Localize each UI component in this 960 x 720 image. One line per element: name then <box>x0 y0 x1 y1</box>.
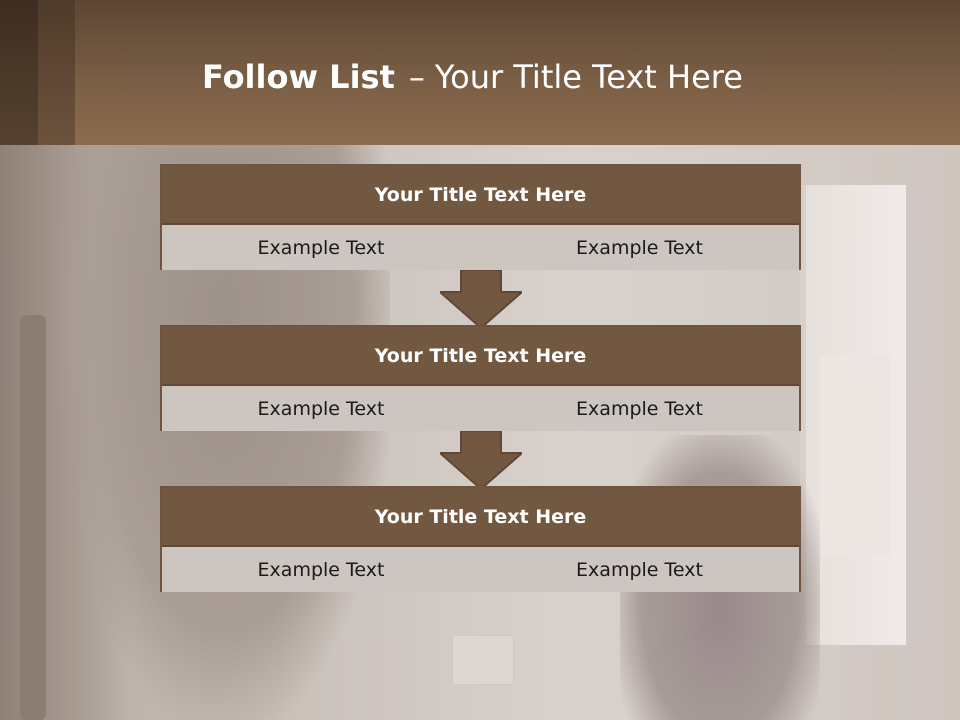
step-box-1: Your Title Text Here Example Text Exampl… <box>160 164 801 270</box>
step-title: Your Title Text Here <box>162 488 799 547</box>
page-title-bold: Follow List <box>202 58 395 96</box>
header-band: Follow List–Your Title Text Here <box>0 0 960 145</box>
step-cell-right: Example Text <box>480 386 799 431</box>
step-cell-left: Example Text <box>162 225 480 270</box>
down-arrow-icon <box>440 431 522 489</box>
header-stripe <box>38 0 75 145</box>
step-title: Your Title Text Here <box>162 166 799 225</box>
step-cell-left: Example Text <box>162 386 480 431</box>
page-title: Follow List–Your Title Text Here <box>202 54 743 100</box>
step-box-3: Your Title Text Here Example Text Exampl… <box>160 486 801 592</box>
photo-light-switch <box>452 635 514 685</box>
step-box-2: Your Title Text Here Example Text Exampl… <box>160 325 801 431</box>
photo-window <box>820 355 890 555</box>
down-arrow-icon <box>440 270 522 328</box>
header-stripe <box>0 0 38 145</box>
step-cell-left: Example Text <box>162 547 480 592</box>
step-cell-right: Example Text <box>480 225 799 270</box>
step-cell-right: Example Text <box>480 547 799 592</box>
step-title: Your Title Text Here <box>162 327 799 386</box>
title-separator: – <box>408 58 425 96</box>
photo-banister <box>20 315 46 720</box>
page-title-rest: Your Title Text Here <box>434 58 743 96</box>
